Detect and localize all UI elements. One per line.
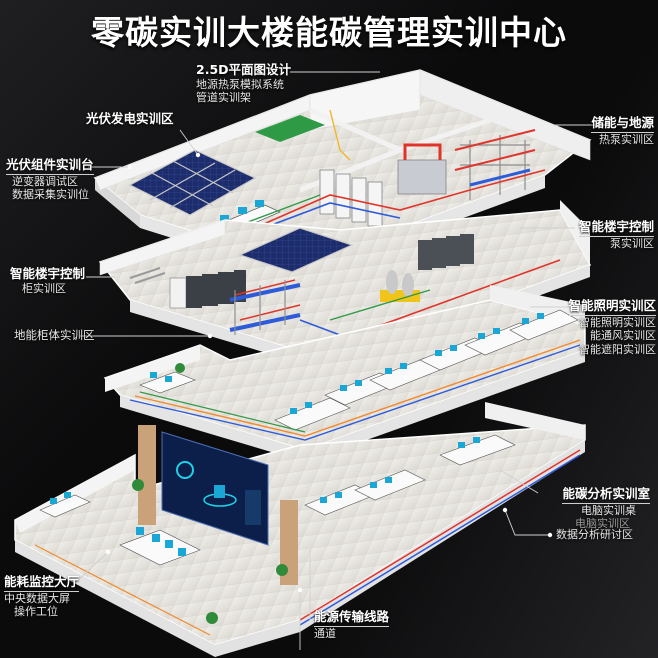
data-screen-icon [161,431,269,546]
label-storage-ground-source: 储能与地源 热泵实训区 [591,115,654,146]
server-cabinet-icon [418,234,474,270]
label-pv-module: 光伏组件实训台 逆变器调试区 数据采集实训位 [6,157,94,202]
monitor-icon [50,498,57,504]
monitor-icon [64,492,71,498]
label-smart-lighting: 智能照明实训区 智能照明实训区 能通风实训区 智能遮阳实训区 [568,298,656,357]
monitor-icon [165,376,172,382]
monitor-icon [178,548,186,556]
label-bms-pump: 智能楼宇控制 泵实训区 [578,219,654,250]
floor-2 [103,285,586,462]
label-bms-control: 智能楼宇控制 柜实训区 [10,266,86,295]
wood-panel [138,425,156,525]
floor-1 [14,402,586,657]
monitor-icon [136,527,144,535]
monitor-icon [165,540,173,548]
leader-lines [74,71,610,650]
solar-panel-icon [238,227,354,273]
plant-icon [206,612,218,624]
plant-icon [132,479,144,491]
page-title: 零碳实训大楼能碳管理实训中心 [91,13,567,52]
monitor-icon [255,200,264,207]
wood-panel [280,500,298,585]
tank-icon [380,270,420,302]
workstation-desks [304,434,516,516]
label-monitoring-hall: 能耗监控大厅 中央数据大屏 操作工位 [4,574,80,619]
label-pv-generation: 光伏发电实训区 [86,111,174,126]
server-cabinet-icon [169,270,246,309]
label-carbon-analysis: 能碳分析实训室 电脑实训桌 电脑实训区 [562,486,650,531]
workstation-desks [139,309,579,431]
label-2-5d-plan: 2.5D平面图设计 地源热泵模拟系统 管道实训架 [196,62,292,105]
label-energy-lines: 能源传输线路 通道 [314,609,390,640]
monitor-icon [150,372,157,378]
label-geothermal-cabinet: 地能柜体实训区 [14,328,95,342]
monitor-icon [220,215,229,222]
floor-4-roof [93,69,592,278]
label-data-analysis-zone: 数据分析研讨区 [556,528,633,541]
plant-icon [175,363,185,373]
monitor-icon [238,207,247,214]
floor-3 [98,200,592,372]
plant-icon [276,564,288,576]
tank-icon [397,143,447,195]
monitor-icon [152,534,160,542]
